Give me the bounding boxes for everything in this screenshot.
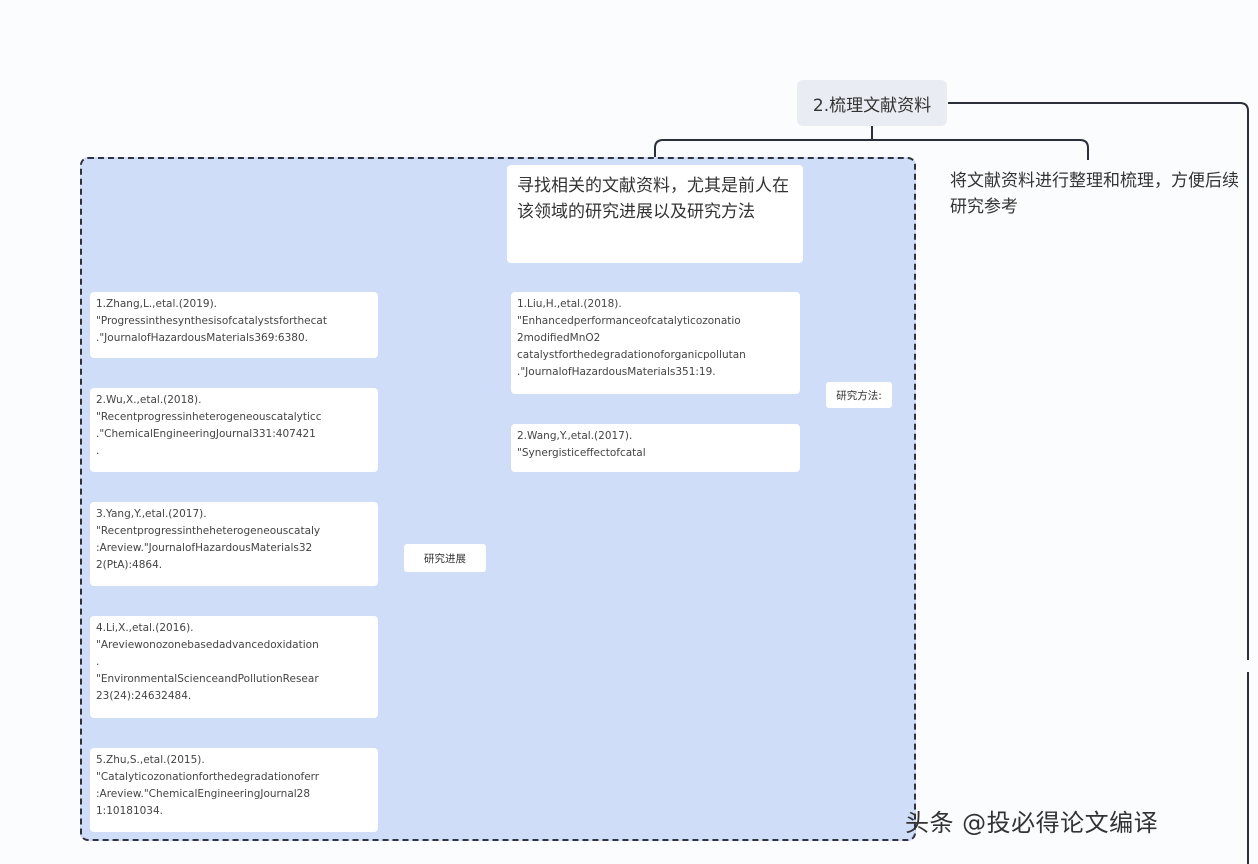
progress-ref-1[interactable]: 1.Zhang,L.,etal.(2019). "Progressinthesy…: [90, 292, 378, 358]
progress-ref-4[interactable]: 4.Li,X.,etal.(2016). "Areviewonozonebase…: [90, 616, 378, 718]
methods-label[interactable]: 研究方法:: [826, 382, 892, 408]
method-ref-2[interactable]: 2.Wang,Y.,etal.(2017). "Synergisticeffec…: [511, 424, 800, 472]
progress-ref-2[interactable]: 2.Wu,X.,etal.(2018). "Recentprogressinhe…: [90, 388, 378, 472]
subtopic-node[interactable]: 寻找相关的文献资料，尤其是前人在该领域的研究进展以及研究方法: [507, 165, 803, 263]
topic-description: 将文献资料进行整理和梳理，方便后续研究参考: [950, 171, 1239, 217]
method-ref-1[interactable]: 1.Liu,H.,etal.(2018). "Enhancedperforman…: [511, 292, 800, 394]
progress-label[interactable]: 研究进展: [404, 544, 486, 572]
watermark: 头条 @投必得论文编译: [905, 809, 1159, 837]
central-topic[interactable]: 2.梳理文献资料: [797, 80, 947, 126]
progress-ref-5[interactable]: 5.Zhu,S.,etal.(2015). "Catalyticozonatio…: [90, 748, 378, 832]
progress-ref-3[interactable]: 3.Yang,Y.,etal.(2017). "Recentprogressin…: [90, 502, 378, 586]
subtopic-panel: [80, 157, 916, 841]
